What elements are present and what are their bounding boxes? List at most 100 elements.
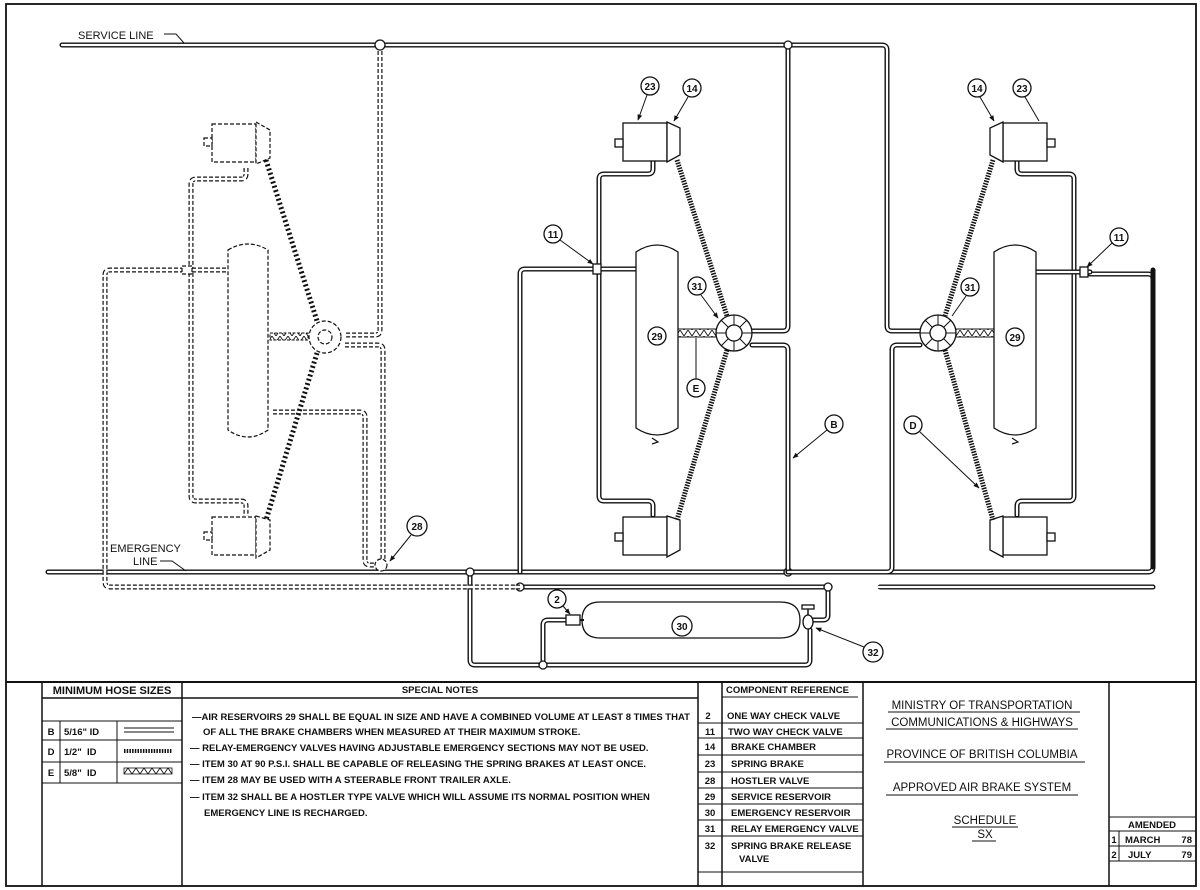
svg-text:29: 29: [651, 332, 663, 343]
component-row: 11 TWO WAY CHECK VALVE: [705, 727, 843, 738]
title-schedule: SCHEDULE: [954, 815, 1017, 827]
hose-sizes-title: MINIMUM HOSE SIZES: [53, 685, 172, 697]
svg-text:11: 11: [548, 230, 559, 241]
balloon-2: 2: [547, 589, 571, 615]
note-1b: OF ALL THE BRAKE CHAMBERS WHEN MEASURED …: [203, 727, 580, 738]
amendment-row: 2 JULY 79: [1111, 850, 1192, 861]
hose-code-B: B: [48, 727, 55, 738]
svg-text:29: 29: [1009, 333, 1021, 344]
spring-brake-23-top-left: [622, 122, 668, 162]
svg-text:BRAKE CHAMBER: BRAKE CHAMBER: [731, 742, 816, 753]
one-way-check-valve-2: [565, 614, 584, 626]
svg-text:SERVICE RESERVOIR: SERVICE RESERVOIR: [731, 792, 831, 803]
svg-text:31: 31: [691, 282, 703, 293]
two-way-check-valve-11-right: [1079, 266, 1089, 278]
component-row: 2 ONE WAY CHECK VALVE: [705, 711, 840, 722]
component-row: 31 RELAY EMERGENCY VALVE: [705, 824, 859, 835]
balloon-14-right: 14: [967, 78, 995, 122]
note-4: — ITEM 28 MAY BE USED WITH A STEERABLE F…: [190, 775, 511, 786]
svg-text:32: 32: [705, 841, 716, 852]
balloon-23-left: 23: [637, 76, 660, 121]
special-notes-section: SPECIAL NOTES —AIR RESERVOIRS 29 SHALL B…: [182, 682, 699, 886]
note-2: — RELAY-EMERGENCY VALVES HAVING ADJUSTAB…: [190, 743, 649, 754]
svg-text:14: 14: [971, 84, 983, 95]
svg-text:31: 31: [964, 283, 976, 294]
emergency-line-label-1: EMERGENCY: [110, 543, 182, 555]
balloon-29-left: 29: [647, 326, 667, 346]
balloon-31-left: 31: [687, 276, 719, 319]
brake-chamber-14-bottom-left: [666, 515, 681, 559]
emergency-line: [45, 266, 1156, 575]
balloon-E: E: [686, 338, 706, 398]
component-reference-table: COMPONENT REFERENCE 2 ONE WAY CHECK VALV…: [698, 682, 864, 886]
svg-text:30: 30: [705, 808, 716, 819]
svg-text:14: 14: [686, 84, 698, 95]
note-3: — ITEM 30 AT 90 P.S.I. SHALL BE CAPABLE …: [190, 759, 646, 770]
title-schedule-id: SX: [977, 829, 993, 841]
balloon-B: B: [792, 414, 844, 459]
component-row: 14 BRAKE CHAMBER: [705, 742, 816, 753]
svg-text:2: 2: [1111, 850, 1116, 861]
component-row: 23 SPRING BRAKE: [705, 759, 804, 770]
emergency-reservoir-piping: [465, 567, 1156, 670]
hose-size-D: 1/2" ID: [64, 747, 97, 758]
svg-text:HOSTLER VALVE: HOSTLER VALVE: [731, 776, 809, 787]
middle-axle-assembly: [592, 120, 791, 575]
svg-text:SPRING BRAKE: SPRING BRAKE: [731, 759, 804, 770]
balloon-23-right: 23: [1012, 78, 1040, 122]
balloon-11-left: 11: [543, 224, 594, 265]
svg-text:29: 29: [705, 792, 716, 803]
balloon-28: 28: [389, 515, 428, 562]
svg-text:VALVE: VALVE: [739, 854, 769, 865]
note-5b: EMERGENCY LINE IS RECHARGED.: [204, 808, 367, 819]
emergency-reservoir-30: [581, 601, 801, 639]
two-way-check-valve-11-left: [592, 263, 602, 275]
svg-text:2: 2: [554, 595, 560, 606]
title-ministry: MINISTRY OF TRANSPORTATION: [892, 700, 1073, 712]
svg-text:31: 31: [705, 824, 716, 835]
component-row: 32 SPRING BRAKE RELEASE VALVE: [705, 841, 852, 865]
svg-text:11: 11: [705, 727, 716, 738]
svg-text:30: 30: [676, 622, 688, 633]
amended-title: AMENDED: [1128, 820, 1176, 831]
balloon-29-right: 29: [1005, 327, 1025, 347]
svg-text:2: 2: [705, 711, 710, 722]
note-1a: —AIR RESERVOIRS 29 SHALL BE EQUAL IN SIZ…: [192, 712, 690, 723]
special-notes-title: SPECIAL NOTES: [402, 685, 478, 696]
svg-text:79: 79: [1181, 850, 1192, 861]
svg-text:ONE WAY CHECK VALVE: ONE WAY CHECK VALVE: [727, 711, 840, 722]
component-row: 28 HOSTLER VALVE: [705, 776, 810, 787]
relay-emergency-valve-31-right: [919, 314, 957, 352]
svg-text:E: E: [693, 384, 700, 395]
svg-text:23: 23: [705, 759, 716, 770]
svg-text:23: 23: [1016, 84, 1028, 95]
spring-brake-23-bottom-right: [1002, 516, 1048, 556]
brake-chamber-14-top-right: [989, 120, 1004, 164]
hose-code-E: E: [48, 768, 54, 779]
svg-text:14: 14: [705, 742, 716, 753]
hose-sizes-table: MINIMUM HOSE SIZES B 5/16" ID D 1/2" ID …: [41, 682, 183, 886]
hose-size-B: 5/16" ID: [64, 727, 99, 738]
svg-text:32: 32: [867, 648, 879, 659]
balloon-D: D: [903, 415, 980, 489]
spring-brake-release-valve-32: [801, 604, 815, 630]
balloon-31-right: 31: [951, 277, 980, 317]
svg-text:MARCH: MARCH: [1125, 835, 1160, 846]
balloon-14-left: 14: [673, 78, 702, 122]
emergency-line-leader: [160, 560, 187, 572]
relay-emergency-valve-31-left: [715, 314, 753, 352]
svg-text:SPRING BRAKE RELEASE: SPRING BRAKE RELEASE: [731, 841, 851, 852]
svg-text:JULY: JULY: [1128, 850, 1152, 861]
note-5a: — ITEM 32 SHALL BE A HOSTLER TYPE VALVE …: [190, 792, 650, 803]
brake-chamber-14-bottom-right: [989, 515, 1004, 559]
title-block: MINISTRY OF TRANSPORTATION COMMUNICATION…: [884, 682, 1110, 886]
hose-code-D: D: [48, 747, 55, 758]
svg-text:28: 28: [705, 776, 716, 787]
component-row: 29 SERVICE RESERVOIR: [705, 792, 831, 803]
service-line-label: SERVICE LINE: [78, 30, 154, 42]
amendments-table: AMENDED 1 MARCH 78 2 JULY 79: [1109, 816, 1196, 862]
title-approved: APPROVED AIR BRAKE SYSTEM: [893, 782, 1071, 794]
rear-axle-assembly: [785, 120, 1093, 575]
balloon-11-right: 11: [1086, 227, 1129, 268]
